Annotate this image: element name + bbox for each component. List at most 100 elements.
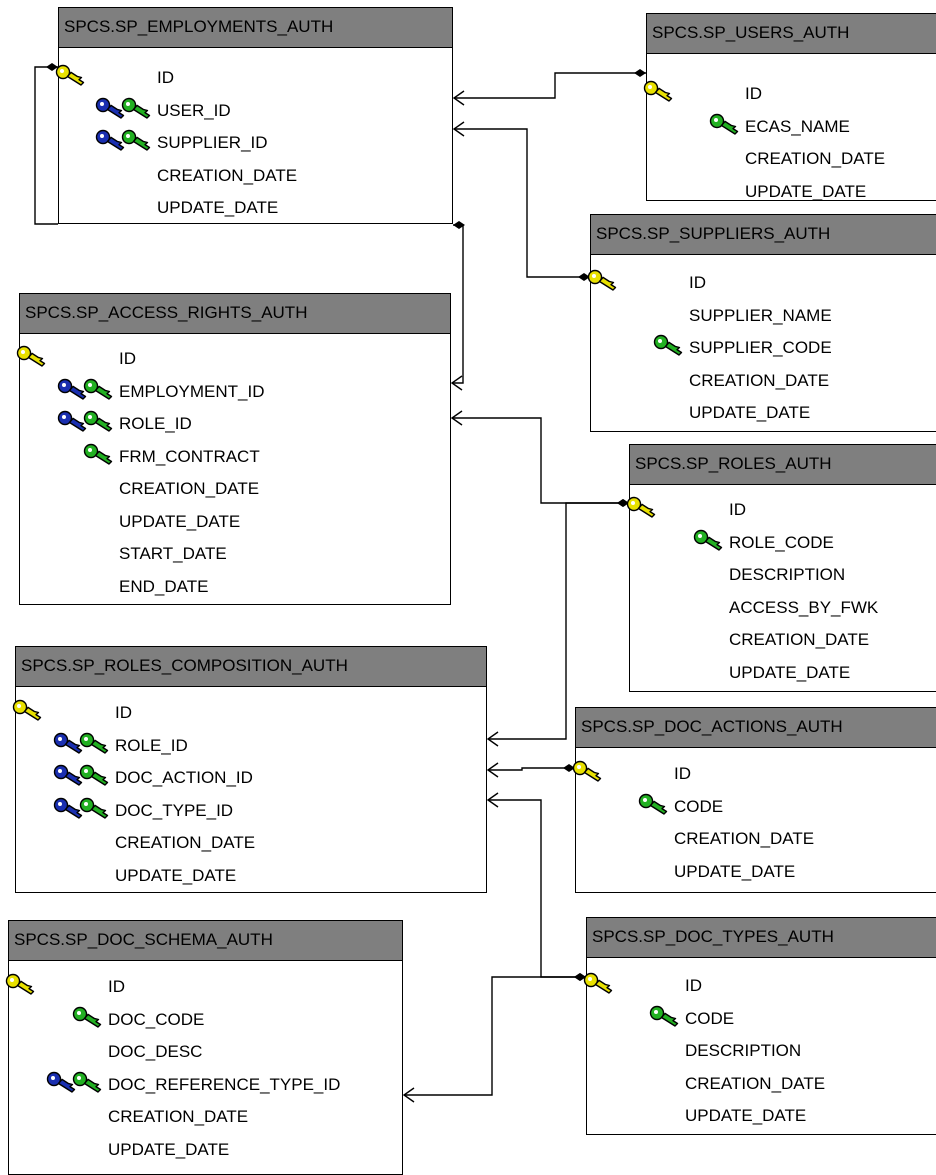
relationship-arrowhead	[486, 792, 499, 808]
relationship-arrowhead	[452, 121, 465, 137]
column-row[interactable]: USER_ID	[59, 97, 452, 127]
column-name: CREATION_DATE	[115, 833, 256, 852]
column-name: UPDATE_DATE	[674, 861, 796, 881]
relationship-line	[452, 224, 464, 384]
column-row[interactable]: ID	[5, 973, 402, 1003]
relationship-line	[488, 799, 586, 978]
column-row[interactable]: FRM_CONTRACT	[20, 443, 450, 473]
column-name: ECAS_NAME	[745, 116, 850, 136]
column-name: SUPPLIER_NAME	[689, 305, 832, 325]
relationship-line	[488, 767, 575, 771]
column-name: UPDATE_DATE	[119, 511, 241, 531]
column-row[interactable]: UPDATE_DATE	[59, 194, 452, 224]
column-name: ID	[119, 349, 136, 368]
yellow-key-icon	[55, 64, 89, 88]
column-row[interactable]: ROLE_CODE	[630, 529, 936, 559]
column-row[interactable]: ID	[587, 269, 936, 299]
blue-key-icon	[95, 129, 129, 153]
column-name: START_DATE	[119, 544, 227, 563]
column-row[interactable]: ID	[626, 496, 936, 526]
column-row[interactable]: ID	[16, 345, 450, 375]
column-row[interactable]: DOC_TYPE_ID	[16, 797, 486, 827]
relationship-arrowhead	[450, 410, 463, 426]
column-row[interactable]: UPDATE_DATE	[591, 399, 936, 429]
column-row[interactable]: CREATION_DATE	[630, 626, 936, 656]
column-row[interactable]: ID	[12, 699, 486, 729]
column-row[interactable]: ID	[572, 760, 936, 790]
column-row[interactable]: ID	[643, 80, 936, 110]
column-name: CODE	[674, 796, 724, 816]
column-row[interactable]: END_DATE	[20, 573, 450, 603]
column-row[interactable]: CREATION_DATE	[576, 825, 936, 855]
column-row[interactable]: CODE	[587, 1005, 936, 1035]
column-row[interactable]: SUPPLIER_CODE	[591, 334, 936, 364]
column-name: SUPPLIER_CODE	[689, 338, 832, 357]
blue-key-icon	[46, 1071, 80, 1095]
column-row[interactable]: UPDATE_DATE	[576, 858, 936, 888]
relationship-origin-marker	[634, 69, 646, 77]
blue-key-icon	[57, 410, 91, 434]
relationship-arrowhead	[452, 90, 465, 106]
table-title: SPCS.SP_ROLES_COMPOSITION_AUTH	[16, 647, 486, 687]
green-key-icon	[83, 378, 117, 402]
column-row[interactable]: UPDATE_DATE	[9, 1136, 402, 1166]
green-key-icon	[83, 443, 117, 467]
column-row[interactable]: DOC_ACTION_ID	[16, 764, 486, 794]
column-row[interactable]: ACCESS_BY_FWK	[630, 594, 936, 624]
column-row[interactable]: ECAS_NAME	[647, 113, 936, 143]
column-row[interactable]: ROLE_ID	[16, 732, 486, 762]
column-row[interactable]: EMPLOYMENT_ID	[20, 378, 450, 408]
column-name: UPDATE_DATE	[115, 865, 237, 885]
column-row[interactable]: DOC_CODE	[9, 1006, 402, 1036]
column-name: ID	[108, 977, 125, 996]
column-row[interactable]: UPDATE_DATE	[630, 659, 936, 689]
column-name: ROLE_ID	[115, 735, 188, 755]
column-row[interactable]: UPDATE_DATE	[16, 862, 486, 892]
column-row[interactable]: UPDATE_DATE	[20, 508, 450, 538]
column-row[interactable]: ID	[583, 972, 936, 1002]
column-row[interactable]: DOC_DESC	[9, 1038, 402, 1068]
column-row[interactable]: DESCRIPTION	[587, 1037, 936, 1067]
column-row[interactable]: CREATION_DATE	[9, 1103, 402, 1133]
green-key-icon	[72, 1071, 106, 1095]
table-roles-composition[interactable]: SPCS.SP_ROLES_COMPOSITION_AUTH ID ROLE_ID…	[12, 646, 487, 893]
column-row[interactable]: CREATION_DATE	[16, 829, 486, 859]
column-name: ROLE_CODE	[729, 532, 834, 552]
relationship-line	[404, 976, 586, 1096]
yellow-key-icon	[572, 760, 606, 784]
column-row[interactable]: CREATION_DATE	[591, 367, 936, 397]
column-row[interactable]: UPDATE_DATE	[587, 1102, 936, 1132]
column-row[interactable]: ID	[55, 64, 452, 94]
column-row[interactable]: CREATION_DATE	[647, 145, 936, 175]
column-name: ID	[745, 84, 762, 103]
column-row[interactable]: ROLE_ID	[20, 410, 450, 440]
column-row[interactable]: CREATION_DATE	[59, 162, 452, 192]
column-row[interactable]: CODE	[576, 793, 936, 823]
column-row[interactable]: DESCRIPTION	[630, 561, 936, 591]
blue-key-icon	[53, 764, 87, 788]
yellow-key-icon	[583, 972, 617, 996]
column-row[interactable]: UPDATE_DATE	[647, 178, 936, 208]
column-row[interactable]: START_DATE	[20, 540, 450, 570]
column-name: ID	[674, 764, 691, 783]
column-name: ID	[685, 976, 702, 995]
green-key-icon	[79, 732, 113, 756]
column-row[interactable]: CREATION_DATE	[20, 475, 450, 505]
column-row[interactable]: CREATION_DATE	[587, 1070, 936, 1100]
yellow-key-icon	[643, 80, 677, 104]
blue-key-icon	[95, 97, 129, 121]
column-row[interactable]: SUPPLIER_NAME	[591, 302, 936, 332]
column-row[interactable]: SUPPLIER_ID	[59, 129, 452, 159]
green-key-icon	[638, 793, 672, 817]
yellow-key-icon	[5, 973, 39, 997]
column-name: ID	[115, 703, 132, 722]
column-row[interactable]: DOC_REFERENCE_TYPE_ID	[9, 1071, 402, 1101]
